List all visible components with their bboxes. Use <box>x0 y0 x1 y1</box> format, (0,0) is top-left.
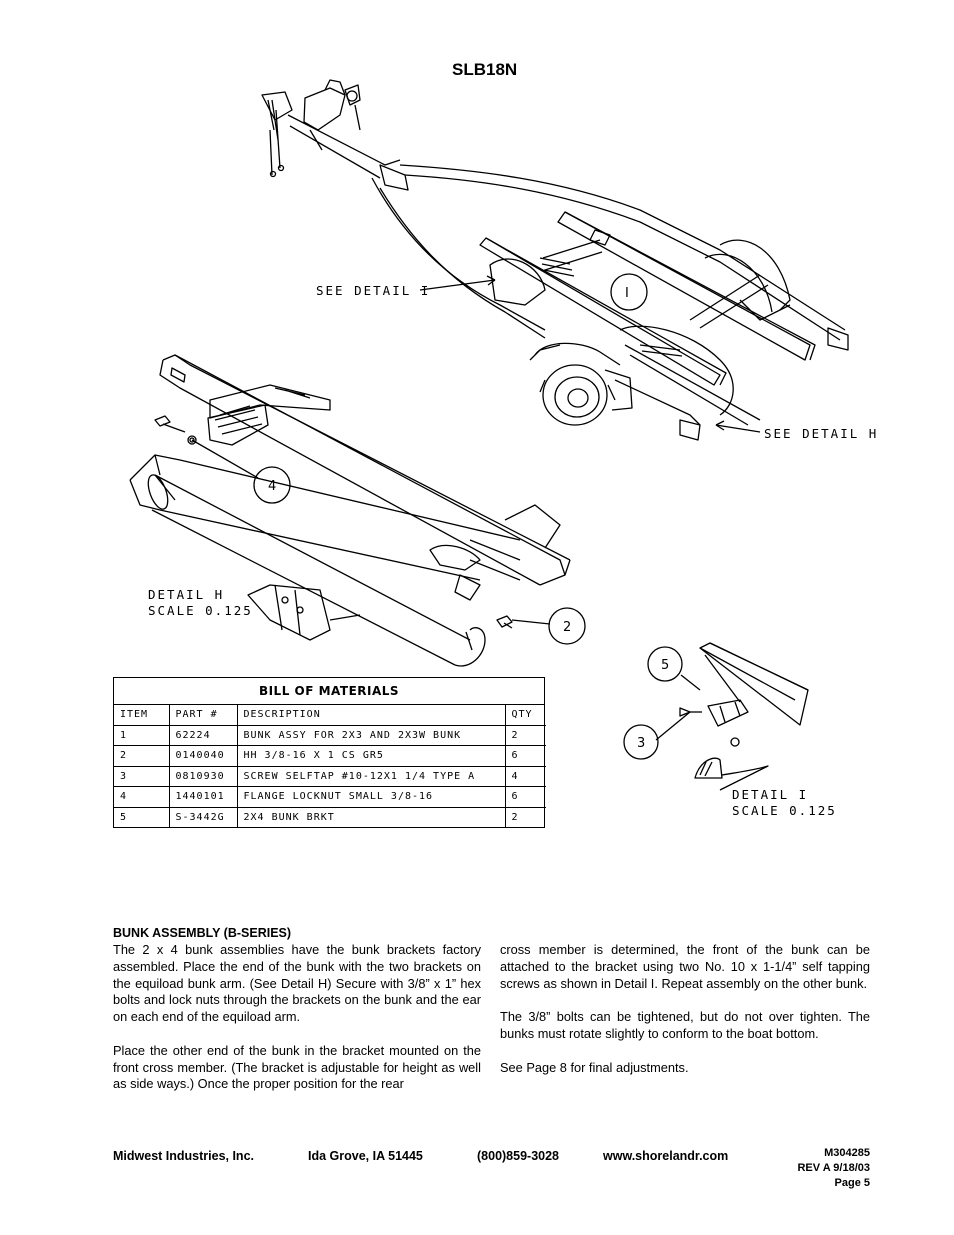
doc-number: M304285 <box>824 1147 870 1159</box>
page-number: Page 5 <box>834 1177 870 1189</box>
bom-row: 4 1440101 FLANGE LOCKNUT SMALL 3/8-16 6 <box>114 786 546 807</box>
balloon-label-4: 4 <box>268 479 276 494</box>
bom-cell-item: 4 <box>114 786 170 807</box>
balloon-item-1 <box>610 273 648 311</box>
balloon-label-3: 3 <box>637 736 645 751</box>
bom-title: BILL OF MATERIALS <box>114 678 544 705</box>
bom-header-row: ITEM PART # DESCRIPTION QTY <box>114 705 546 725</box>
detail-h-title: DETAIL H <box>148 587 224 602</box>
bom-row: 2 0140040 HH 3/8-16 X 1 CS GR5 6 <box>114 745 546 766</box>
bom-cell-part: 0140040 <box>169 745 238 766</box>
bom-cell-qty: 6 <box>505 745 546 766</box>
paragraph: The 2 x 4 bunk assemblies have the bunk … <box>113 942 481 1025</box>
bom-cell-qty: 2 <box>505 724 546 746</box>
bom-cell-qty: 2 <box>505 806 546 827</box>
footer-website: www.shorelandr.com <box>603 1149 729 1163</box>
see-detail-i-label: SEE DETAIL I <box>316 283 430 298</box>
detail-h-drawing <box>129 354 571 667</box>
balloon-item-4 <box>253 466 291 504</box>
bom-header-description: DESCRIPTION <box>237 705 506 725</box>
balloon-label-5: 5 <box>661 658 669 673</box>
bom-table: ITEM PART # DESCRIPTION QTY 1 62224 BUNK… <box>114 705 546 827</box>
bom-cell-description: BUNK ASSY FOR 2X3 AND 2X3W BUNK <box>237 724 506 746</box>
instructions-column-left: The 2 x 4 bunk assemblies have the bunk … <box>113 942 481 1110</box>
paragraph: Place the other end of the bunk in the b… <box>113 1042 481 1092</box>
footer-doc-info: M304285 REV A 9/18/03 Page 5 <box>797 1146 870 1191</box>
bom-cell-item: 2 <box>114 745 170 766</box>
bom-cell-description: 2X4 BUNK BRKT <box>237 806 506 827</box>
page-title: SLB18N <box>452 60 518 79</box>
paragraph: See Page 8 for final adjustments. <box>500 1059 689 1075</box>
bom-header-part: PART # <box>169 705 238 725</box>
footer-phone: (800)859-3028 <box>477 1149 560 1163</box>
bom-row: 1 62224 BUNK ASSY FOR 2X3 AND 2X3W BUNK … <box>114 724 546 746</box>
balloon-group <box>253 273 683 760</box>
bom-cell-item: 1 <box>114 724 170 746</box>
bom-row: 5 S-3442G 2X4 BUNK BRKT 2 <box>114 806 546 827</box>
bom-cell-part: S-3442G <box>169 806 238 827</box>
instructions-column-right: cross member is determined, the front of… <box>500 942 870 1093</box>
bom-header-qty: QTY <box>511 709 533 721</box>
bom-cell-qty: 6 <box>505 786 546 807</box>
see-detail-h-label: SEE DETAIL H <box>764 426 878 441</box>
bill-of-materials: BILL OF MATERIALS ITEM PART # DESCRIPTIO… <box>113 677 546 828</box>
bom-cell-description: SCREW SELFTAP #10-12X1 1/4 TYPE A <box>237 765 506 787</box>
paragraph: cross member is determined, the front of… <box>500 942 870 991</box>
section-heading: BUNK ASSEMBLY (B-SERIES) <box>113 926 292 940</box>
bom-cell-qty: 4 <box>505 765 546 787</box>
balloon-item-3 <box>623 724 659 760</box>
revision: REV A 9/18/03 <box>797 1162 870 1174</box>
bom-cell-item: 3 <box>114 765 170 787</box>
paragraph: The 3/8” bolts can be tightened, but do … <box>500 1009 870 1041</box>
bom-cell-item: 5 <box>114 806 170 827</box>
detail-i-title: DETAIL I <box>732 787 808 802</box>
bom-cell-part: 62224 <box>169 724 238 746</box>
detail-i-drawing <box>655 642 809 791</box>
balloon-item-5 <box>647 646 683 682</box>
footer-company: Midwest Industries, Inc. <box>113 1149 254 1163</box>
bom-cell-description: HH 3/8-16 X 1 CS GR5 <box>237 745 506 766</box>
trailer-assembly <box>261 79 849 441</box>
bom-row: 3 0810930 SCREW SELFTAP #10-12X1 1/4 TYP… <box>114 765 546 787</box>
balloon-label-2: 2 <box>563 620 571 635</box>
bom-cell-part: 0810930 <box>169 765 238 787</box>
bom-header-item: ITEM <box>114 705 170 725</box>
balloon-item-2 <box>548 607 586 645</box>
footer-city: Ida Grove, IA 51445 <box>308 1149 423 1163</box>
bom-cell-description: FLANGE LOCKNUT SMALL 3/8-16 <box>237 786 506 807</box>
balloon-label-1: I <box>625 286 629 301</box>
detail-i-scale: SCALE 0.125 <box>732 803 837 818</box>
bom-cell-part: 1440101 <box>169 786 238 807</box>
detail-h-scale: SCALE 0.125 <box>148 603 253 618</box>
